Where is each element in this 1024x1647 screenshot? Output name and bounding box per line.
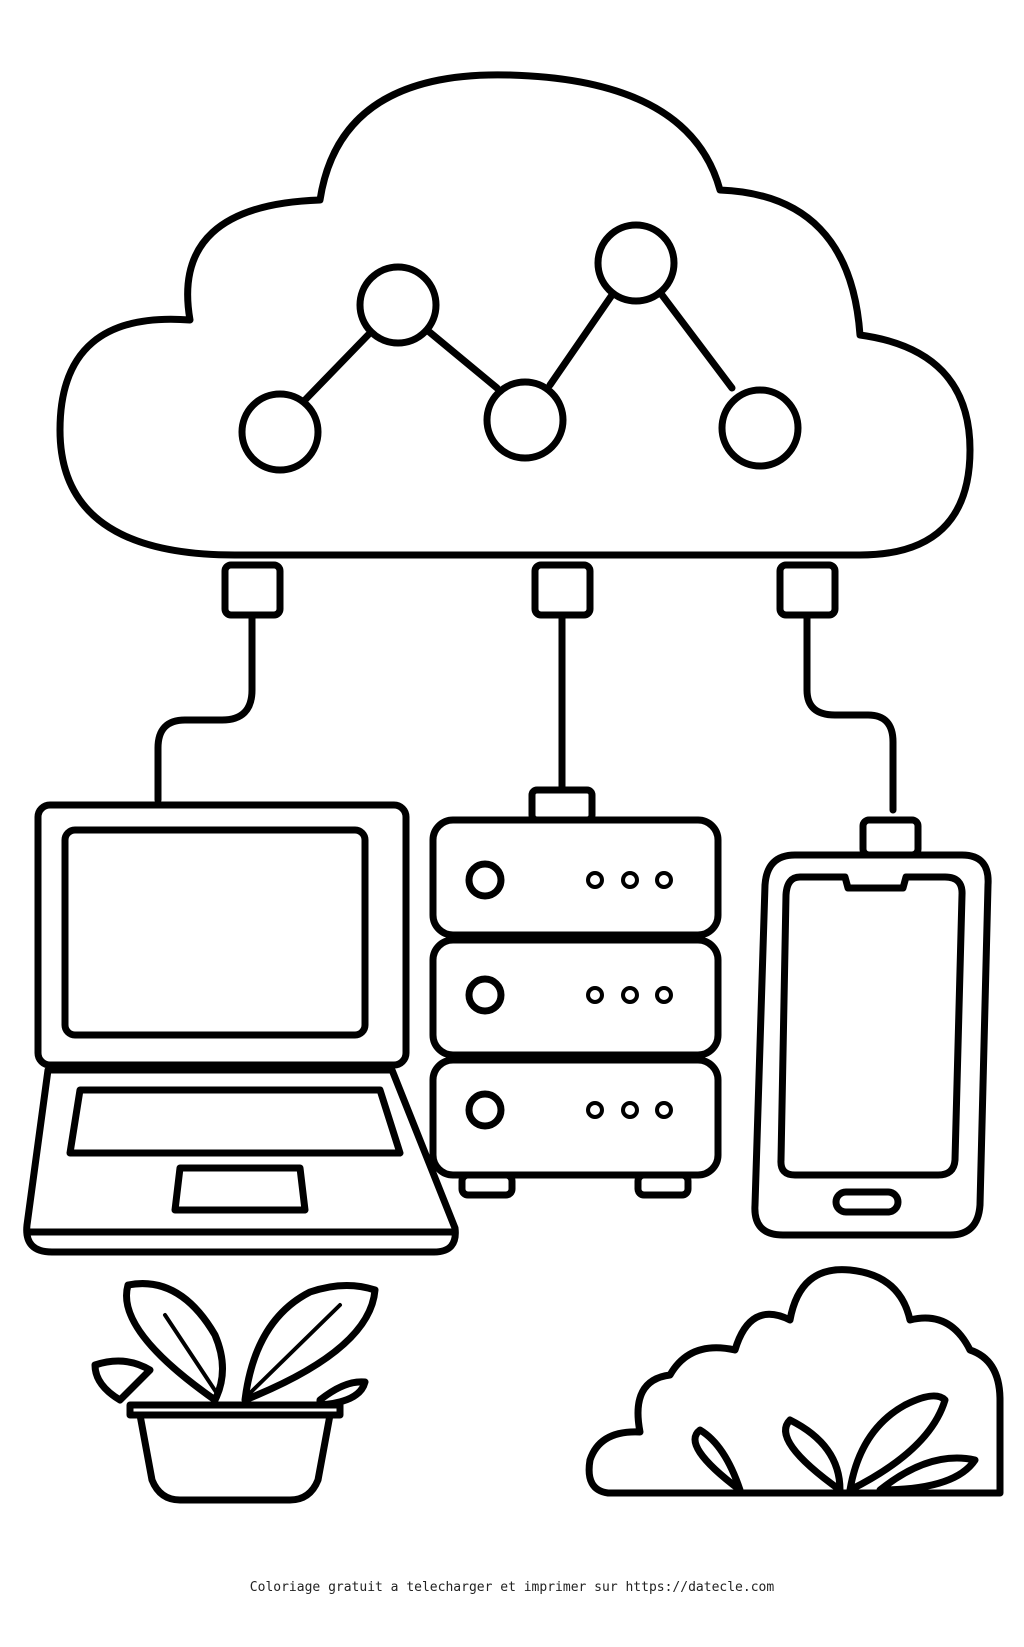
bush-icon — [585, 1266, 1004, 1497]
server-rack-icon — [429, 786, 722, 1199]
network-cables — [154, 611, 897, 814]
laptop-icon — [23, 801, 459, 1256]
cloud-icon — [56, 71, 974, 559]
smartphone-icon — [751, 816, 992, 1239]
footer-credit-text: Coloriage gratuit a telecharger et impri… — [249, 1580, 775, 1595]
network-nodes-icon — [238, 221, 802, 474]
cloud-connectors — [221, 561, 839, 619]
potted-plant-icon — [91, 1280, 379, 1504]
